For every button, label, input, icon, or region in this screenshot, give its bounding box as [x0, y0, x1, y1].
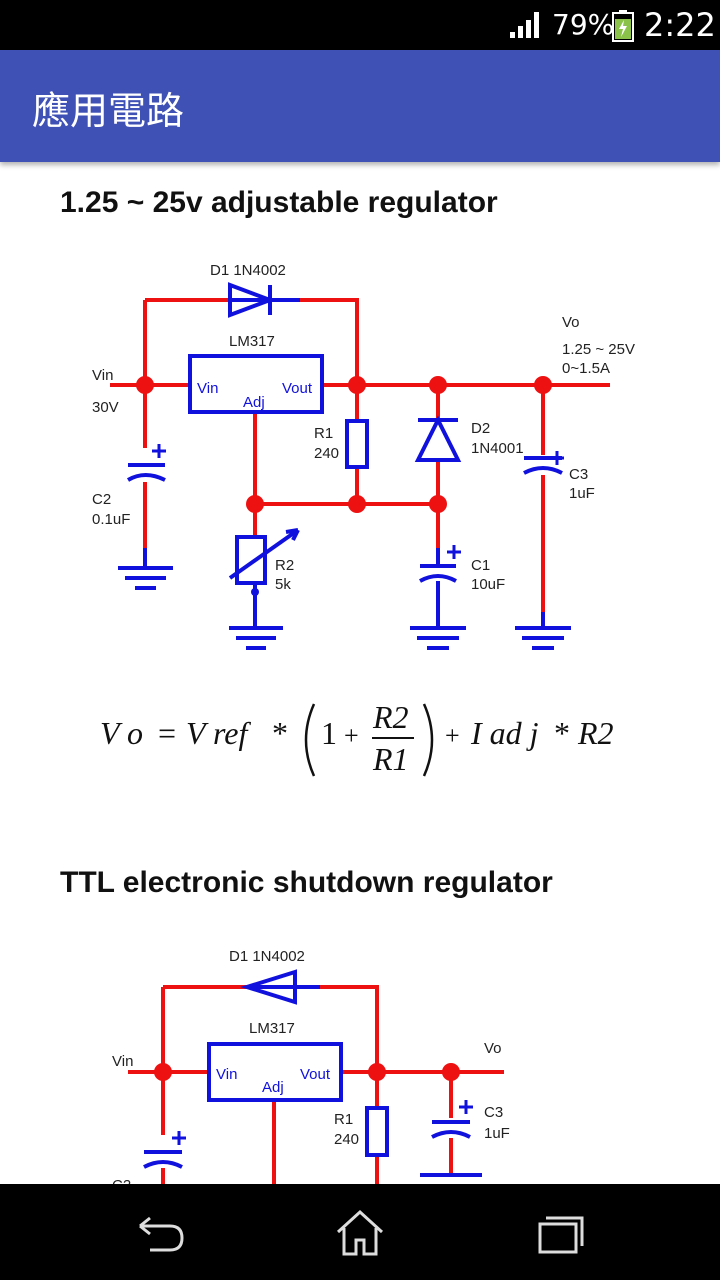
formula-star1: *	[272, 715, 288, 751]
label-ic-2: LM317	[249, 1020, 295, 1037]
formula-plus2: +	[445, 721, 460, 750]
navigation-bar	[0, 1184, 720, 1280]
label-r2: R2	[275, 557, 294, 574]
formula-star2: *	[554, 715, 570, 751]
label-c3-value-2: 1uF	[484, 1125, 510, 1142]
pin-vout-2: Vout	[300, 1066, 331, 1083]
pin-vout: Vout	[282, 380, 313, 397]
label-vin-value: 30V	[92, 399, 119, 416]
label-r1: R1	[314, 425, 333, 442]
content-scroll[interactable]: 1.25 ~ 25v adjustable regulator	[0, 162, 720, 1184]
page-title: 應用電路	[32, 89, 185, 133]
formula-numerator: R2	[372, 700, 409, 735]
label-vo-2: Vo	[484, 1040, 502, 1057]
label-d2: D2	[471, 420, 490, 437]
formula-equals: =	[158, 715, 176, 751]
formula-iadj: I ad j	[470, 715, 539, 751]
section-heading-ttl-shutdown: TTL electronic shutdown regulator	[60, 866, 553, 899]
label-c3: C3	[569, 466, 588, 483]
label-c1-value: 10uF	[471, 576, 505, 593]
pin-vin: Vin	[197, 380, 218, 397]
label-c3-2: C3	[484, 1104, 503, 1121]
signal-icon	[510, 12, 539, 38]
status-bar: 79% 2:22	[0, 0, 720, 50]
formula-vo: V o = V ref * 1 + R2 R1 + I ad j * R2	[100, 700, 614, 777]
label-d1-2: D1 1N4002	[229, 948, 305, 965]
label-d1: D1 1N4002	[210, 262, 286, 279]
label-c3-value: 1uF	[569, 485, 595, 502]
label-r1-value-2: 240	[334, 1131, 359, 1148]
label-vo-range: 1.25 ~ 25V	[562, 341, 635, 358]
back-icon[interactable]	[130, 1204, 190, 1260]
circuit-diagram-ttl-shutdown: D1 1N4002 LM317 Vin Vo R1 240 C3 1uF C2 …	[112, 948, 510, 1184]
label-vin: Vin	[92, 367, 113, 384]
clock: 2:22	[644, 6, 716, 44]
battery-charging-icon	[612, 10, 634, 42]
label-d2-part: 1N4001	[471, 440, 524, 457]
formula-lhs: V o	[100, 715, 143, 751]
label-vo-current: 0~1.5A	[562, 360, 610, 377]
circuit-diagram-adjustable-regulator: D1 1N4002 LM317 Vin 30V Vo 1.25 ~ 25V 0~…	[92, 262, 635, 650]
label-ic: LM317	[229, 333, 275, 350]
label-c2: C2	[92, 491, 111, 508]
label-c2-2: C2	[112, 1177, 131, 1184]
formula-plus1: +	[344, 721, 359, 750]
pin-adj: Adj	[243, 394, 265, 411]
label-c2-value: 0.1uF	[92, 511, 130, 528]
recents-icon[interactable]	[530, 1204, 590, 1260]
section-heading-adjustable-regulator: 1.25 ~ 25v adjustable regulator	[60, 186, 498, 219]
label-r2-value: 5k	[275, 576, 291, 593]
formula-vref: V ref	[186, 715, 251, 751]
home-icon[interactable]	[330, 1204, 390, 1260]
label-c1: C1	[471, 557, 490, 574]
app-bar: 應用電路	[0, 50, 720, 162]
battery-percent: 79%	[552, 8, 615, 41]
pin-adj-2: Adj	[262, 1079, 284, 1096]
formula-denominator: R1	[372, 741, 409, 777]
label-vin-2: Vin	[112, 1053, 133, 1070]
formula-r2: R2	[577, 715, 614, 751]
label-r1-2: R1	[334, 1111, 353, 1128]
pin-vin-2: Vin	[216, 1066, 237, 1083]
label-r1-value: 240	[314, 445, 339, 462]
formula-one: 1	[321, 715, 337, 751]
label-vo: Vo	[562, 314, 580, 331]
